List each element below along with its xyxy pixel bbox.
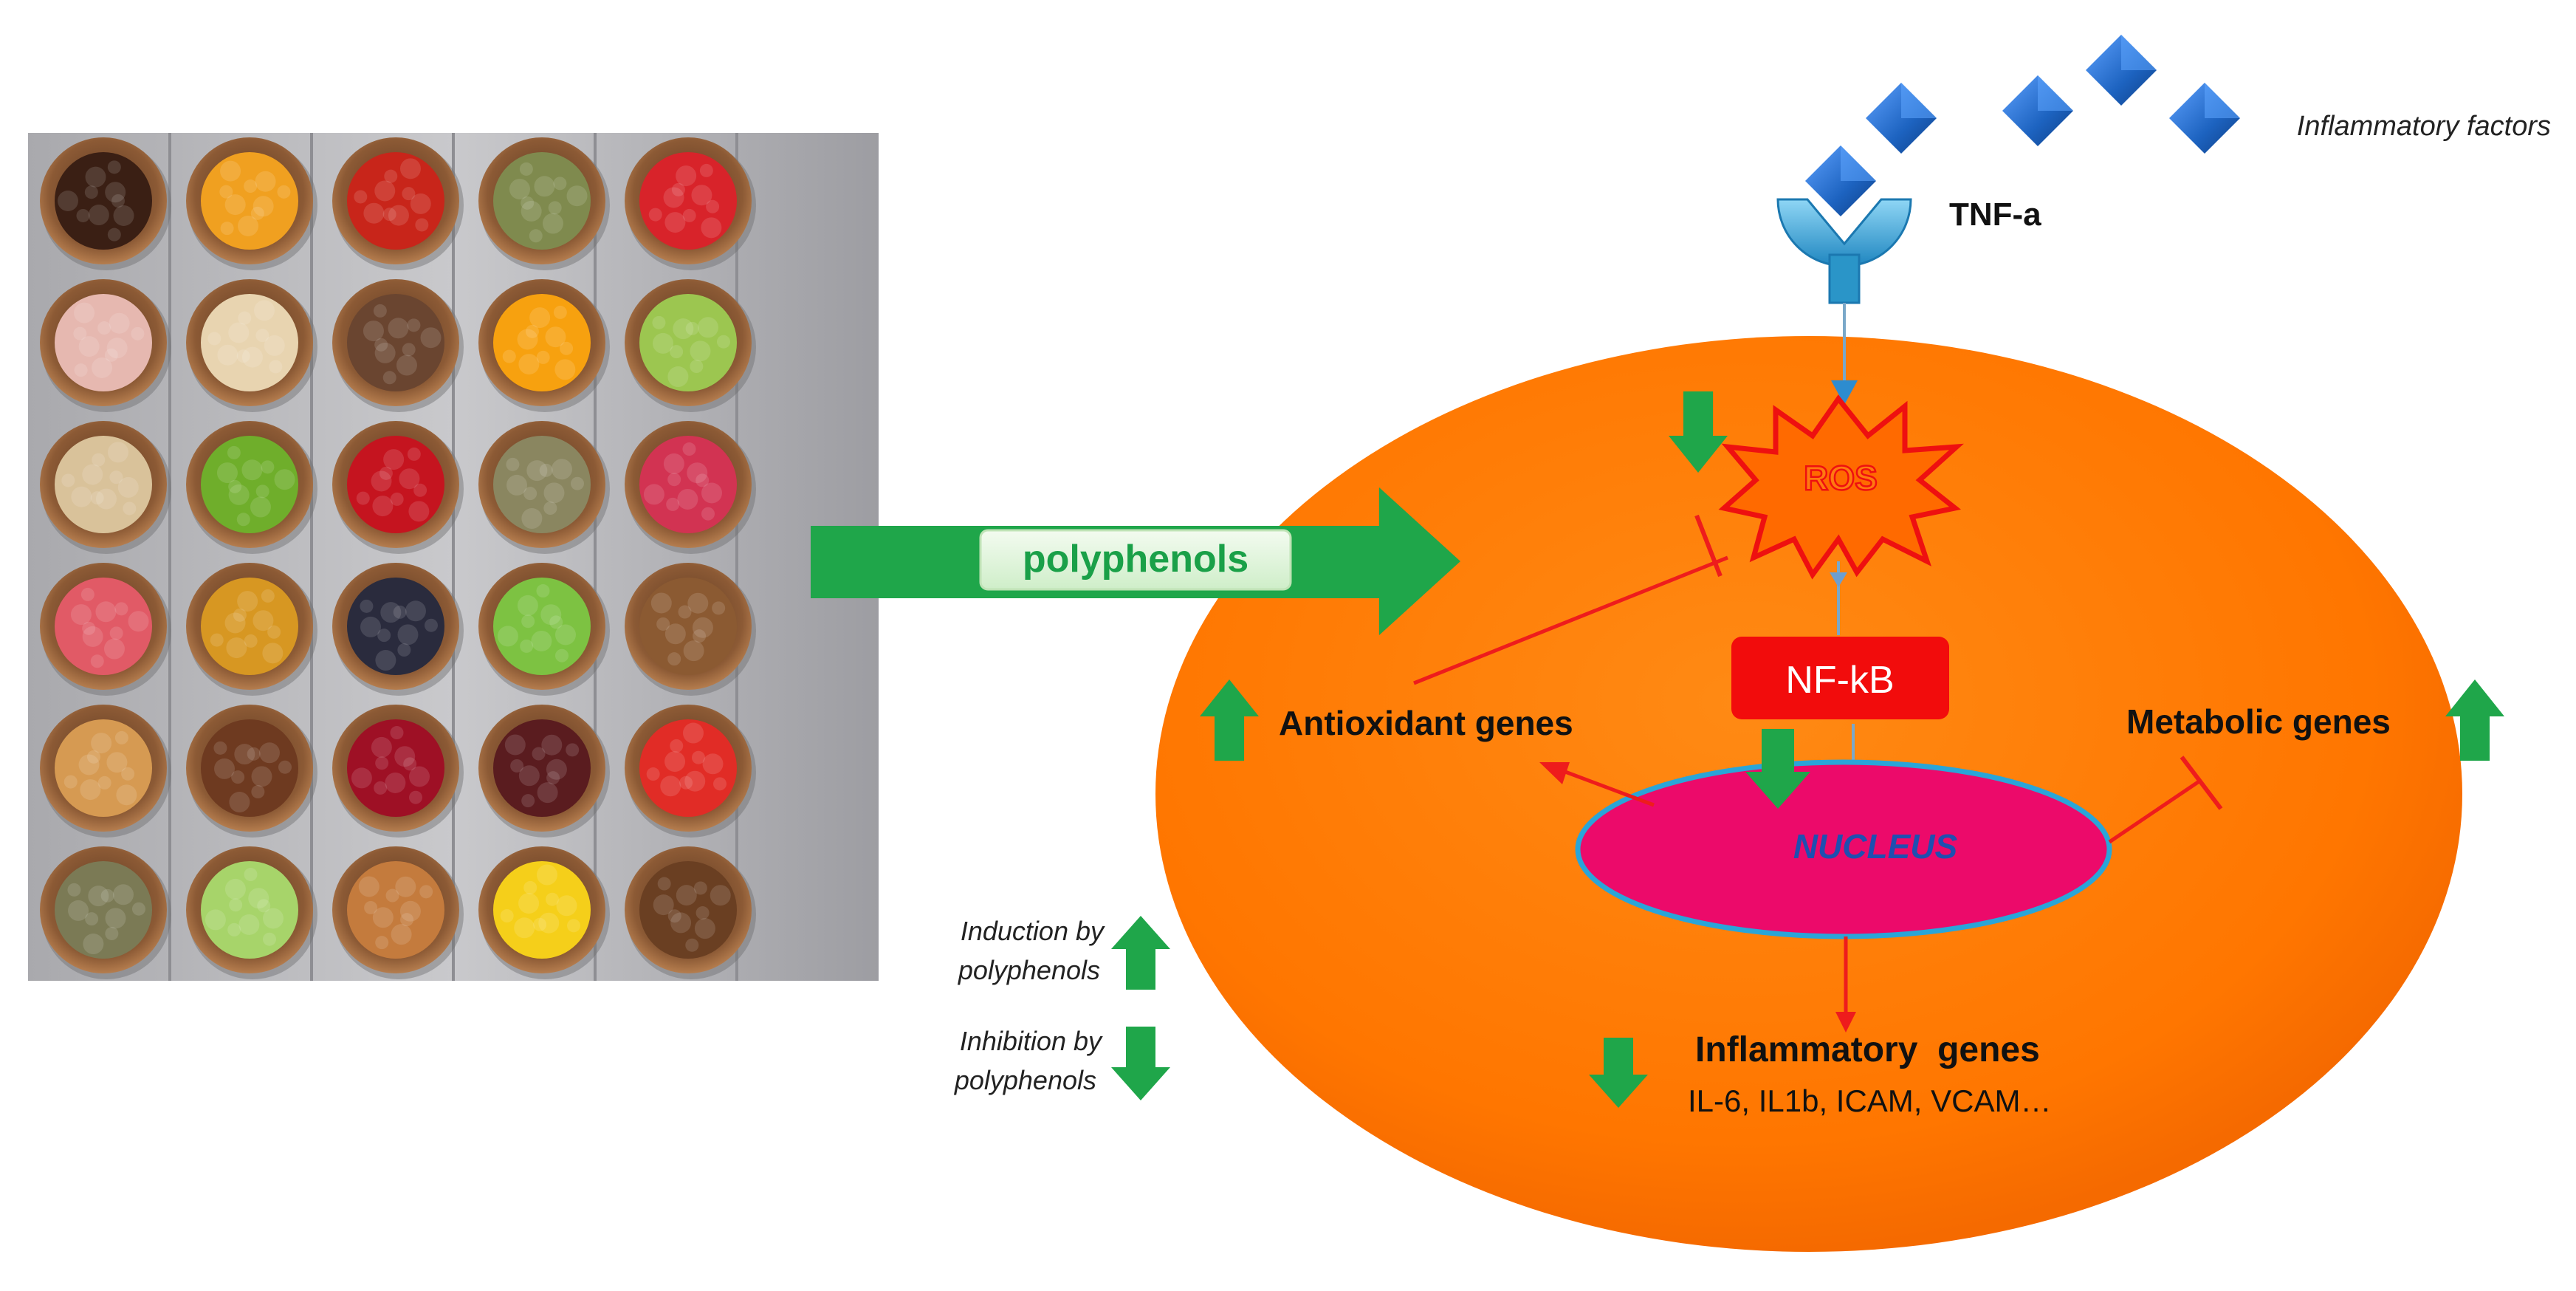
nfkb-label: NF-kB — [1785, 659, 1894, 702]
bowl-rooibos — [625, 846, 756, 979]
bowl-cocoa-nibs — [332, 279, 464, 412]
inflammatory-genes-label: Inflammatory genes — [1695, 1030, 2040, 1069]
legend-induction-line1: Induction by — [961, 916, 1105, 946]
nucleus-to-inflammatory-arrowhead — [1835, 1012, 1856, 1033]
inflammatory-factor-diamond — [1866, 83, 1937, 154]
bowl-rhubarb — [40, 563, 171, 696]
bowl-herbs — [478, 137, 610, 270]
metabolic-genes-label: Metabolic genes — [2126, 702, 2391, 741]
tnf-label: TNF-a — [1949, 196, 2041, 233]
green-indicator-arrows — [1200, 391, 2504, 1108]
legend-down-arrow — [1111, 1027, 1170, 1100]
bowl-strawberries — [625, 137, 756, 270]
receptor-stem — [1828, 253, 1861, 304]
legend-induction-line2: polyphenols — [958, 955, 1100, 985]
legend-inhibition-line2: polyphenols — [954, 1065, 1096, 1095]
antioxidant-genes-label: Antioxidant genes — [1279, 704, 1573, 742]
bowl-cranberries — [332, 705, 464, 838]
tnf-receptor — [1776, 198, 1912, 304]
ros-to-nfkb-arrowhead — [1830, 572, 1847, 587]
inflammatory-down-arrow — [1589, 1038, 1648, 1108]
inflammatory-genes-list: IL-6, IL1b, ICAM, VCAM… — [1688, 1083, 2051, 1118]
bound-factor-diamond — [1805, 145, 1876, 216]
bowl-lemon — [478, 846, 610, 979]
ros-label: ROS — [1804, 459, 1878, 497]
antioxidant-up-arrow — [1200, 679, 1259, 761]
bowl-ginseng — [186, 279, 317, 412]
bowl-tomatoes — [625, 705, 756, 838]
bowl-grapes — [625, 279, 756, 412]
spice-bowls-grid — [40, 137, 756, 979]
bowl-dried-mango — [40, 705, 171, 838]
polyphenols-arrow: polyphenols — [811, 487, 1460, 635]
bowl-flour — [40, 421, 171, 554]
metabolic-inhibition-bar — [2180, 756, 2223, 810]
legend-up-arrow — [1111, 916, 1170, 990]
bowl-hazelnuts — [625, 563, 756, 696]
bowl-raspberries — [625, 421, 756, 554]
receptor-to-ros-arrowhead — [1831, 380, 1858, 405]
legend-inhibition-line1: Inhibition by — [960, 1026, 1103, 1056]
bowl-dried-herbs — [478, 421, 610, 554]
inflammatory-factor-diamond — [2086, 35, 2157, 106]
nucleus-inhibits-metabolic-line — [2108, 778, 2202, 844]
inflammatory-factors-label: Inflammatory factors — [2297, 111, 2551, 142]
bowl-red-chili — [332, 137, 464, 270]
bowl-quinoa — [478, 705, 610, 838]
inflammatory-factor-diamond — [2169, 83, 2240, 154]
polyphenols-label-box — [979, 529, 1292, 591]
metabolic-up-arrow — [2445, 679, 2504, 761]
bowl-kiwi — [186, 421, 317, 554]
nucleus-to-antioxidant-line — [1565, 770, 1655, 807]
nucleus — [1575, 759, 2112, 939]
bowl-orange-slices — [478, 279, 610, 412]
ros-star-shape — [1718, 394, 1964, 580]
bowl-turmeric-root — [332, 846, 464, 979]
inflammatory-factors — [1805, 35, 2240, 216]
food-photo — [28, 133, 879, 981]
nfkb-box — [1731, 637, 1949, 719]
nucleus-to-antioxidant-arrowhead — [1539, 762, 1570, 784]
bowl-cherries — [332, 421, 464, 554]
antioxidant-inhibits-ros-line — [1413, 555, 1728, 685]
bowl-lime — [478, 563, 610, 696]
bowl-blueberries — [332, 563, 464, 696]
regulation-lines — [1413, 514, 2223, 1033]
bowl-sage — [40, 846, 171, 979]
wood-planks — [168, 133, 738, 981]
nucleus-down-arrow — [1745, 729, 1810, 809]
nucleus-label: NUCLEUS — [1793, 827, 1958, 866]
bowl-turmeric — [186, 137, 317, 270]
bowl-bee-pollen — [186, 563, 317, 696]
legend: Induction by polyphenols Inhibition by p… — [954, 916, 1170, 1100]
bowl-green-apple — [186, 846, 317, 979]
bowl-garlic — [40, 279, 171, 412]
bowl-cloves — [40, 137, 171, 270]
inflammatory-factor-diamond — [2002, 75, 2073, 146]
polyphenols-label: polyphenols — [1023, 538, 1248, 581]
ros-inhibition-bar — [1694, 514, 1723, 578]
ros-down-arrow — [1669, 391, 1728, 473]
ros-burst: ROS — [1718, 394, 1964, 580]
bowl-cocoa-powder — [186, 705, 317, 838]
